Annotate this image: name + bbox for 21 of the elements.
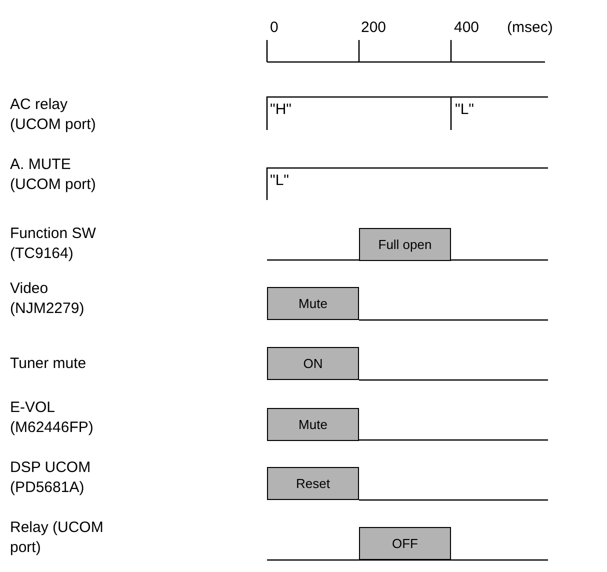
signal-name: Tuner mute [10, 354, 88, 374]
state-box: Mute [267, 408, 359, 441]
tick-label: 200 [361, 18, 386, 38]
axis-unit: (msec) [507, 18, 553, 38]
state-box: Full open [359, 228, 451, 261]
state-box: Reset [267, 467, 359, 500]
signal-name: Relay (UCOM port) [10, 518, 104, 558]
signal-name: A. MUTE (UCOM port) [10, 155, 97, 195]
tick-label: 0 [270, 18, 278, 38]
signal-name: E-VOL (M62446FP) [10, 398, 94, 438]
state-box: OFF [359, 527, 451, 560]
signal-name: DSP UCOM (PD5681A) [10, 458, 92, 498]
tick-label: 400 [454, 18, 480, 38]
signal-name: AC relay (UCOM port) [10, 95, 97, 135]
level-label: "H" [270, 100, 292, 120]
level-label: "L" [455, 100, 474, 120]
signal-name: Function SW (TC9164) [10, 224, 97, 264]
state-box: Mute [267, 287, 359, 320]
signal-name: Video (NJM2279) [10, 279, 86, 319]
level-label: "L" [270, 171, 289, 191]
state-box: ON [267, 347, 359, 380]
